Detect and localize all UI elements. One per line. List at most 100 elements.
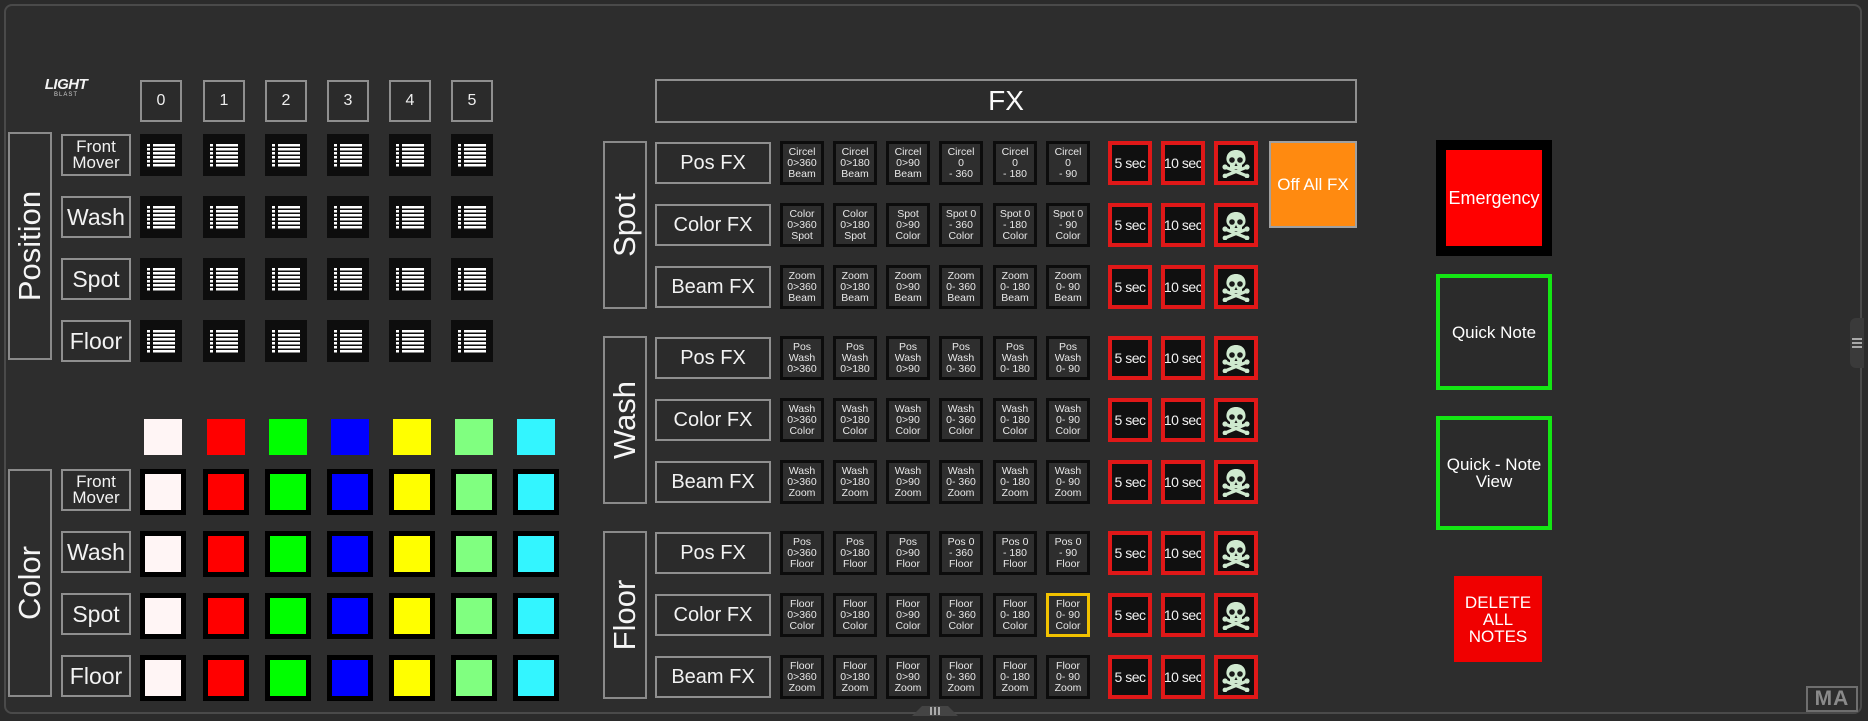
delete-all-notes-button[interactable]: DELETE ALL NOTES xyxy=(1454,576,1542,662)
fx-preset-button[interactable]: Circel 0>360 Beam xyxy=(780,141,824,185)
color-row-label[interactable]: Wash xyxy=(61,531,131,573)
fx-speed-5sec-button[interactable]: 5 sec xyxy=(1108,265,1152,309)
fx-preset-button[interactable]: Floor 0>180 Color xyxy=(833,593,877,637)
color-preset-button[interactable] xyxy=(265,655,311,701)
position-preset-button[interactable] xyxy=(203,320,245,362)
fx-preset-button[interactable]: Floor 0- 180 Zoom xyxy=(993,655,1037,699)
fx-preset-button[interactable]: Circel 0>180 Beam xyxy=(833,141,877,185)
position-preset-button[interactable] xyxy=(265,320,307,362)
fx-speed-5sec-button[interactable]: 5 sec xyxy=(1108,531,1152,575)
color-header-swatch[interactable] xyxy=(269,419,307,455)
color-preset-button[interactable] xyxy=(265,531,311,577)
position-preset-button[interactable] xyxy=(389,134,431,176)
color-preset-button[interactable] xyxy=(265,469,311,515)
position-preset-button[interactable] xyxy=(203,258,245,300)
position-preset-button[interactable] xyxy=(265,134,307,176)
quick-note-view-button[interactable]: Quick - Note View xyxy=(1436,416,1552,530)
fx-preset-button[interactable]: Wash 0- 360 Color xyxy=(939,398,983,442)
fx-preset-button-selected[interactable]: Floor 0- 90 Color xyxy=(1046,593,1090,637)
position-row-label[interactable]: Front Mover xyxy=(61,134,131,176)
color-preset-button[interactable] xyxy=(140,469,186,515)
color-preset-button[interactable] xyxy=(203,469,249,515)
position-column-0[interactable]: 0 xyxy=(140,80,182,122)
position-row-label[interactable]: Wash xyxy=(61,196,131,238)
fx-speed-5sec-button[interactable]: 5 sec xyxy=(1108,336,1152,380)
color-preset-button[interactable] xyxy=(389,655,435,701)
fx-preset-button[interactable]: Pos 0 - 180 Floor xyxy=(993,531,1037,575)
fx-speed-10sec-button[interactable]: 10 sec xyxy=(1161,398,1205,442)
color-preset-button[interactable] xyxy=(513,655,559,701)
quick-note-button[interactable]: Quick Note xyxy=(1436,274,1552,390)
color-preset-button[interactable] xyxy=(203,655,249,701)
fx-preset-button[interactable]: Circel 0>90 Beam xyxy=(886,141,930,185)
position-column-3[interactable]: 3 xyxy=(327,80,369,122)
fx-speed-5sec-button[interactable]: 5 sec xyxy=(1108,593,1152,637)
fx-preset-button[interactable]: Wash 0>90 Zoom xyxy=(886,460,930,504)
position-preset-button[interactable] xyxy=(140,196,182,238)
fx-preset-button[interactable]: Spot 0 - 180 Color xyxy=(993,203,1037,247)
position-preset-button[interactable] xyxy=(265,196,307,238)
fx-preset-button[interactable]: Pos 0 - 360 Floor xyxy=(939,531,983,575)
fx-preset-button[interactable]: Wash 0>90 Color xyxy=(886,398,930,442)
position-preset-button[interactable] xyxy=(140,258,182,300)
fx-preset-button[interactable]: Floor 0- 90 Zoom xyxy=(1046,655,1090,699)
fx-preset-button[interactable]: Floor 0>90 Zoom xyxy=(886,655,930,699)
position-column-4[interactable]: 4 xyxy=(389,80,431,122)
fx-preset-button[interactable]: Floor 0>90 Color xyxy=(886,593,930,637)
color-header-swatch[interactable] xyxy=(517,419,555,455)
position-preset-button[interactable] xyxy=(389,258,431,300)
fx-preset-button[interactable]: Pos Wash 0- 90 xyxy=(1046,336,1090,380)
color-preset-button[interactable] xyxy=(140,593,186,639)
fx-speed-10sec-button[interactable]: 10 sec xyxy=(1161,336,1205,380)
color-preset-button[interactable] xyxy=(327,655,373,701)
fx-kill-button[interactable] xyxy=(1214,398,1258,442)
color-preset-button[interactable] xyxy=(203,593,249,639)
fx-speed-10sec-button[interactable]: 10 sec xyxy=(1161,203,1205,247)
fx-preset-button[interactable]: Wash 0- 180 Color xyxy=(993,398,1037,442)
fx-speed-10sec-button[interactable]: 10 sec xyxy=(1161,655,1205,699)
fx-preset-button[interactable]: Floor 0- 180 Color xyxy=(993,593,1037,637)
right-panel-handle[interactable] xyxy=(1850,318,1864,368)
color-row-label[interactable]: Front Mover xyxy=(61,469,131,511)
fx-row-label[interactable]: Color FX xyxy=(655,399,771,441)
position-preset-button[interactable] xyxy=(451,320,493,362)
color-preset-button[interactable] xyxy=(389,469,435,515)
fx-row-label[interactable]: Beam FX xyxy=(655,266,771,308)
fx-row-label[interactable]: Pos FX xyxy=(655,142,771,184)
fx-row-label[interactable]: Color FX xyxy=(655,594,771,636)
fx-speed-5sec-button[interactable]: 5 sec xyxy=(1108,460,1152,504)
color-header-swatch[interactable] xyxy=(455,419,493,455)
color-preset-button[interactable] xyxy=(451,655,497,701)
fx-kill-button[interactable] xyxy=(1214,203,1258,247)
fx-preset-button[interactable]: Circel 0 - 90 xyxy=(1046,141,1090,185)
color-preset-button[interactable] xyxy=(203,531,249,577)
position-row-label[interactable]: Spot xyxy=(61,258,131,300)
fx-row-label[interactable]: Beam FX xyxy=(655,461,771,503)
fx-preset-button[interactable]: Zoom 0- 360 Beam xyxy=(939,265,983,309)
position-preset-button[interactable] xyxy=(451,196,493,238)
fx-preset-button[interactable]: Floor 0>180 Zoom xyxy=(833,655,877,699)
fx-kill-button[interactable] xyxy=(1214,460,1258,504)
position-preset-button[interactable] xyxy=(203,134,245,176)
fx-kill-button[interactable] xyxy=(1214,336,1258,380)
color-preset-button[interactable] xyxy=(451,531,497,577)
fx-speed-5sec-button[interactable]: 5 sec xyxy=(1108,141,1152,185)
fx-preset-button[interactable]: Circel 0 - 360 xyxy=(939,141,983,185)
position-preset-button[interactable] xyxy=(327,134,369,176)
fx-preset-button[interactable]: Pos Wash 0>90 xyxy=(886,336,930,380)
fx-kill-button[interactable] xyxy=(1214,655,1258,699)
color-preset-button[interactable] xyxy=(327,531,373,577)
color-preset-button[interactable] xyxy=(327,469,373,515)
fx-speed-10sec-button[interactable]: 10 sec xyxy=(1161,265,1205,309)
position-preset-button[interactable] xyxy=(265,258,307,300)
fx-preset-button[interactable]: Floor 0>360 Color xyxy=(780,593,824,637)
position-preset-button[interactable] xyxy=(140,320,182,362)
color-preset-button[interactable] xyxy=(140,655,186,701)
fx-preset-button[interactable]: Pos 0>90 Floor xyxy=(886,531,930,575)
fx-preset-button[interactable]: Pos Wash 0>360 xyxy=(780,336,824,380)
position-preset-button[interactable] xyxy=(140,134,182,176)
fx-preset-button[interactable]: Pos Wash 0>180 xyxy=(833,336,877,380)
fx-preset-button[interactable]: Pos 0>360 Floor xyxy=(780,531,824,575)
fx-preset-button[interactable]: Floor 0- 360 Zoom xyxy=(939,655,983,699)
color-header-swatch[interactable] xyxy=(144,419,182,455)
